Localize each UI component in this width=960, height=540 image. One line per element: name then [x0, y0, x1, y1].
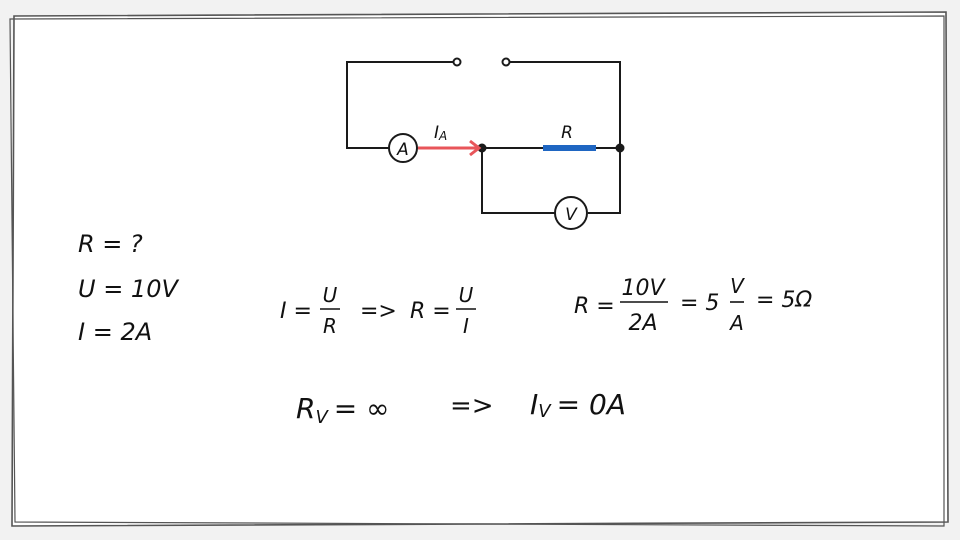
unit-denominator: A	[728, 311, 744, 335]
calc-denominator: 2A	[628, 311, 657, 336]
ohm-numerator: U	[323, 283, 338, 307]
voltmeter-symbol	[554, 196, 588, 230]
calc-result: = 5Ω	[756, 288, 812, 313]
calc-lhs: R =	[574, 294, 615, 319]
ammeter-label: A	[396, 140, 409, 160]
ohm-denominator: R	[323, 314, 337, 338]
given-current: I = 2A	[78, 318, 152, 346]
resistor-label: R	[561, 123, 573, 143]
ohms-law-equation: I = U R => R = U I	[280, 283, 476, 338]
ohm-lhs: I =	[280, 299, 312, 324]
given-resistance: R = ?	[78, 230, 143, 258]
calc-equals-5: = 5	[680, 291, 719, 316]
current-label: IA	[434, 123, 447, 143]
paper-frame	[9, 11, 949, 527]
switch-terminal-left	[452, 57, 462, 67]
given-values: R = ? U = 10V I = 2A	[78, 230, 179, 346]
current-arrow	[418, 139, 482, 157]
junction-node-right	[615, 143, 625, 153]
wire-voltmeter	[481, 148, 555, 214]
ohm-numerator-2: U	[459, 283, 474, 307]
implies-arrow: =>	[360, 299, 397, 324]
ohm-rhs: R =	[410, 299, 451, 324]
voltmeter-label: V	[565, 205, 578, 225]
voltmeter-resistance: RV= ∞	[296, 392, 389, 428]
calc-numerator: 10V	[621, 276, 666, 301]
circuit	[346, 57, 625, 230]
switch-terminal-right	[501, 57, 511, 67]
unit-numerator: V	[730, 274, 745, 298]
wire-top-left	[346, 61, 454, 149]
voltmeter-current: IV= 0A	[530, 388, 626, 422]
resistor-symbol	[543, 145, 596, 151]
ammeter-symbol	[388, 133, 418, 163]
voltmeter-equation: RV= ∞ => IV= 0A	[296, 388, 626, 428]
given-voltage: U = 10V	[78, 275, 179, 303]
wire-top-right	[510, 61, 621, 214]
ohm-denominator-2: I	[463, 314, 469, 338]
resistance-calculation: R = 10V 2A = 5 V A = 5Ω	[574, 274, 812, 336]
implies-arrow: =>	[450, 391, 494, 421]
